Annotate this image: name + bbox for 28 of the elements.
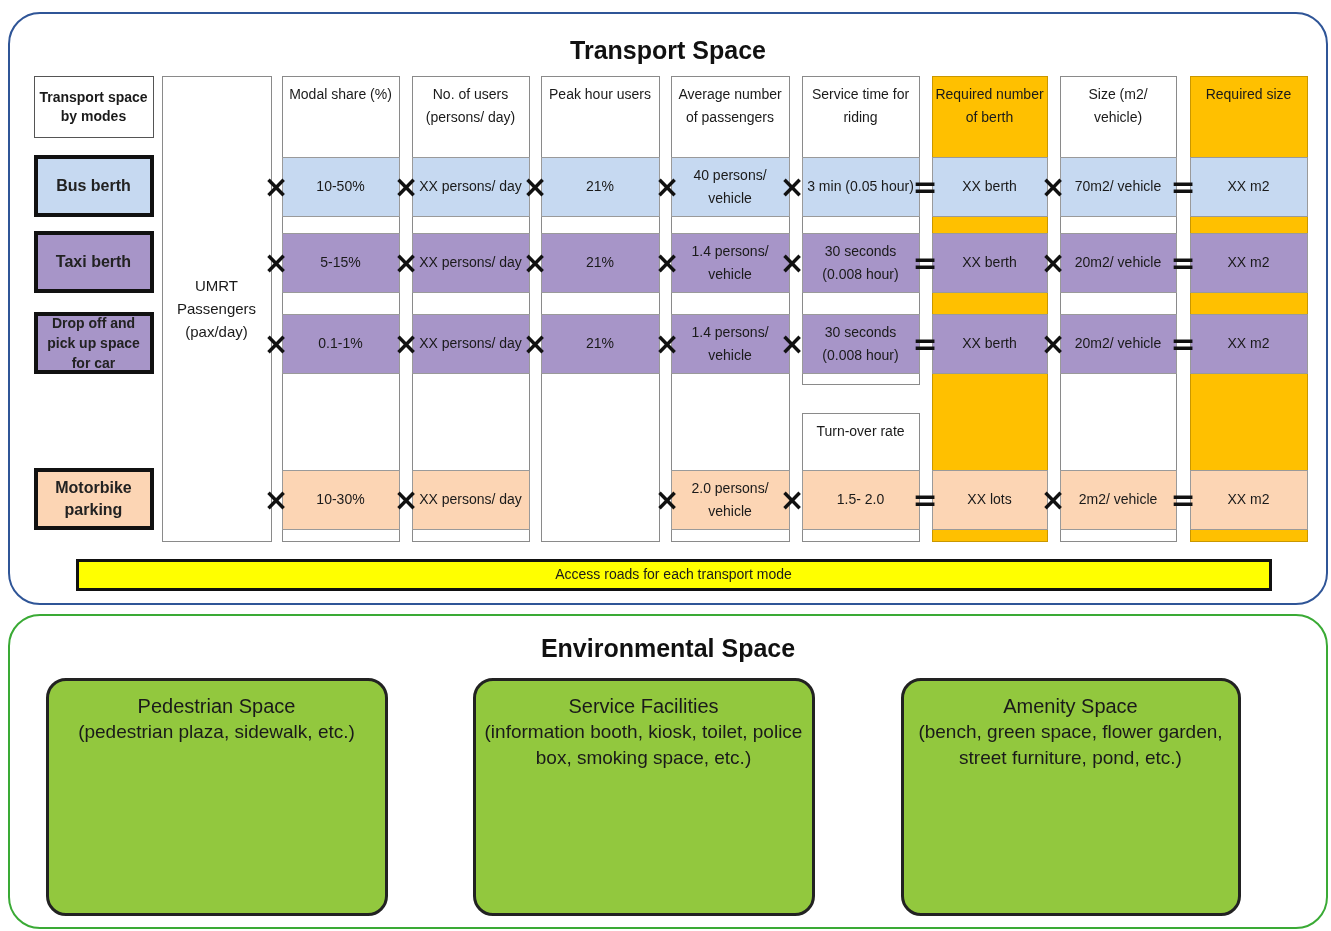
- mode-box: Taxi berth: [33, 230, 154, 293]
- column-header: Average number of passengers: [677, 84, 783, 127]
- box-heading: Pedestrian Space: [136, 693, 297, 719]
- panel-title: Transport Space: [569, 36, 767, 65]
- panel: [8, 12, 1328, 605]
- column-header: Required number of berth: [934, 84, 1045, 127]
- panel: [8, 614, 1328, 929]
- box-description: (bench, green space, flower garden, street furniture, pond, etc.): [917, 719, 1224, 770]
- mode-box: Drop off and pick up space for car: [33, 311, 154, 374]
- column-header: Peak hour users: [548, 84, 652, 104]
- mode-box: Motorbike parking: [33, 467, 154, 530]
- column-header: Size (m2/ vehicle): [1087, 84, 1149, 127]
- header-box: Transport space by modes: [33, 75, 154, 138]
- space-box: [45, 677, 388, 916]
- column-header: Service time for riding: [810, 84, 911, 127]
- column-header: Required size: [1204, 84, 1293, 104]
- road-bar: Access roads for each transport mode: [75, 558, 1272, 591]
- box-description: (information booth, kiosk, toilet, police box, smoking space, etc.): [483, 719, 804, 770]
- column-header: Turn-over rate: [815, 421, 906, 441]
- panel-title: Environmental Space: [539, 634, 797, 663]
- box-heading: Amenity Space: [1002, 693, 1139, 719]
- box-heading: Service Facilities: [567, 693, 720, 719]
- column-header: No. of users (persons/ day): [424, 84, 517, 127]
- column-header: Modal share (%): [288, 84, 393, 104]
- box-description: (pedestrian plaza, sidewalk, etc.): [77, 719, 356, 744]
- space-box: [900, 677, 1241, 916]
- mode-box: Bus berth: [33, 154, 154, 217]
- space-box: [472, 677, 815, 916]
